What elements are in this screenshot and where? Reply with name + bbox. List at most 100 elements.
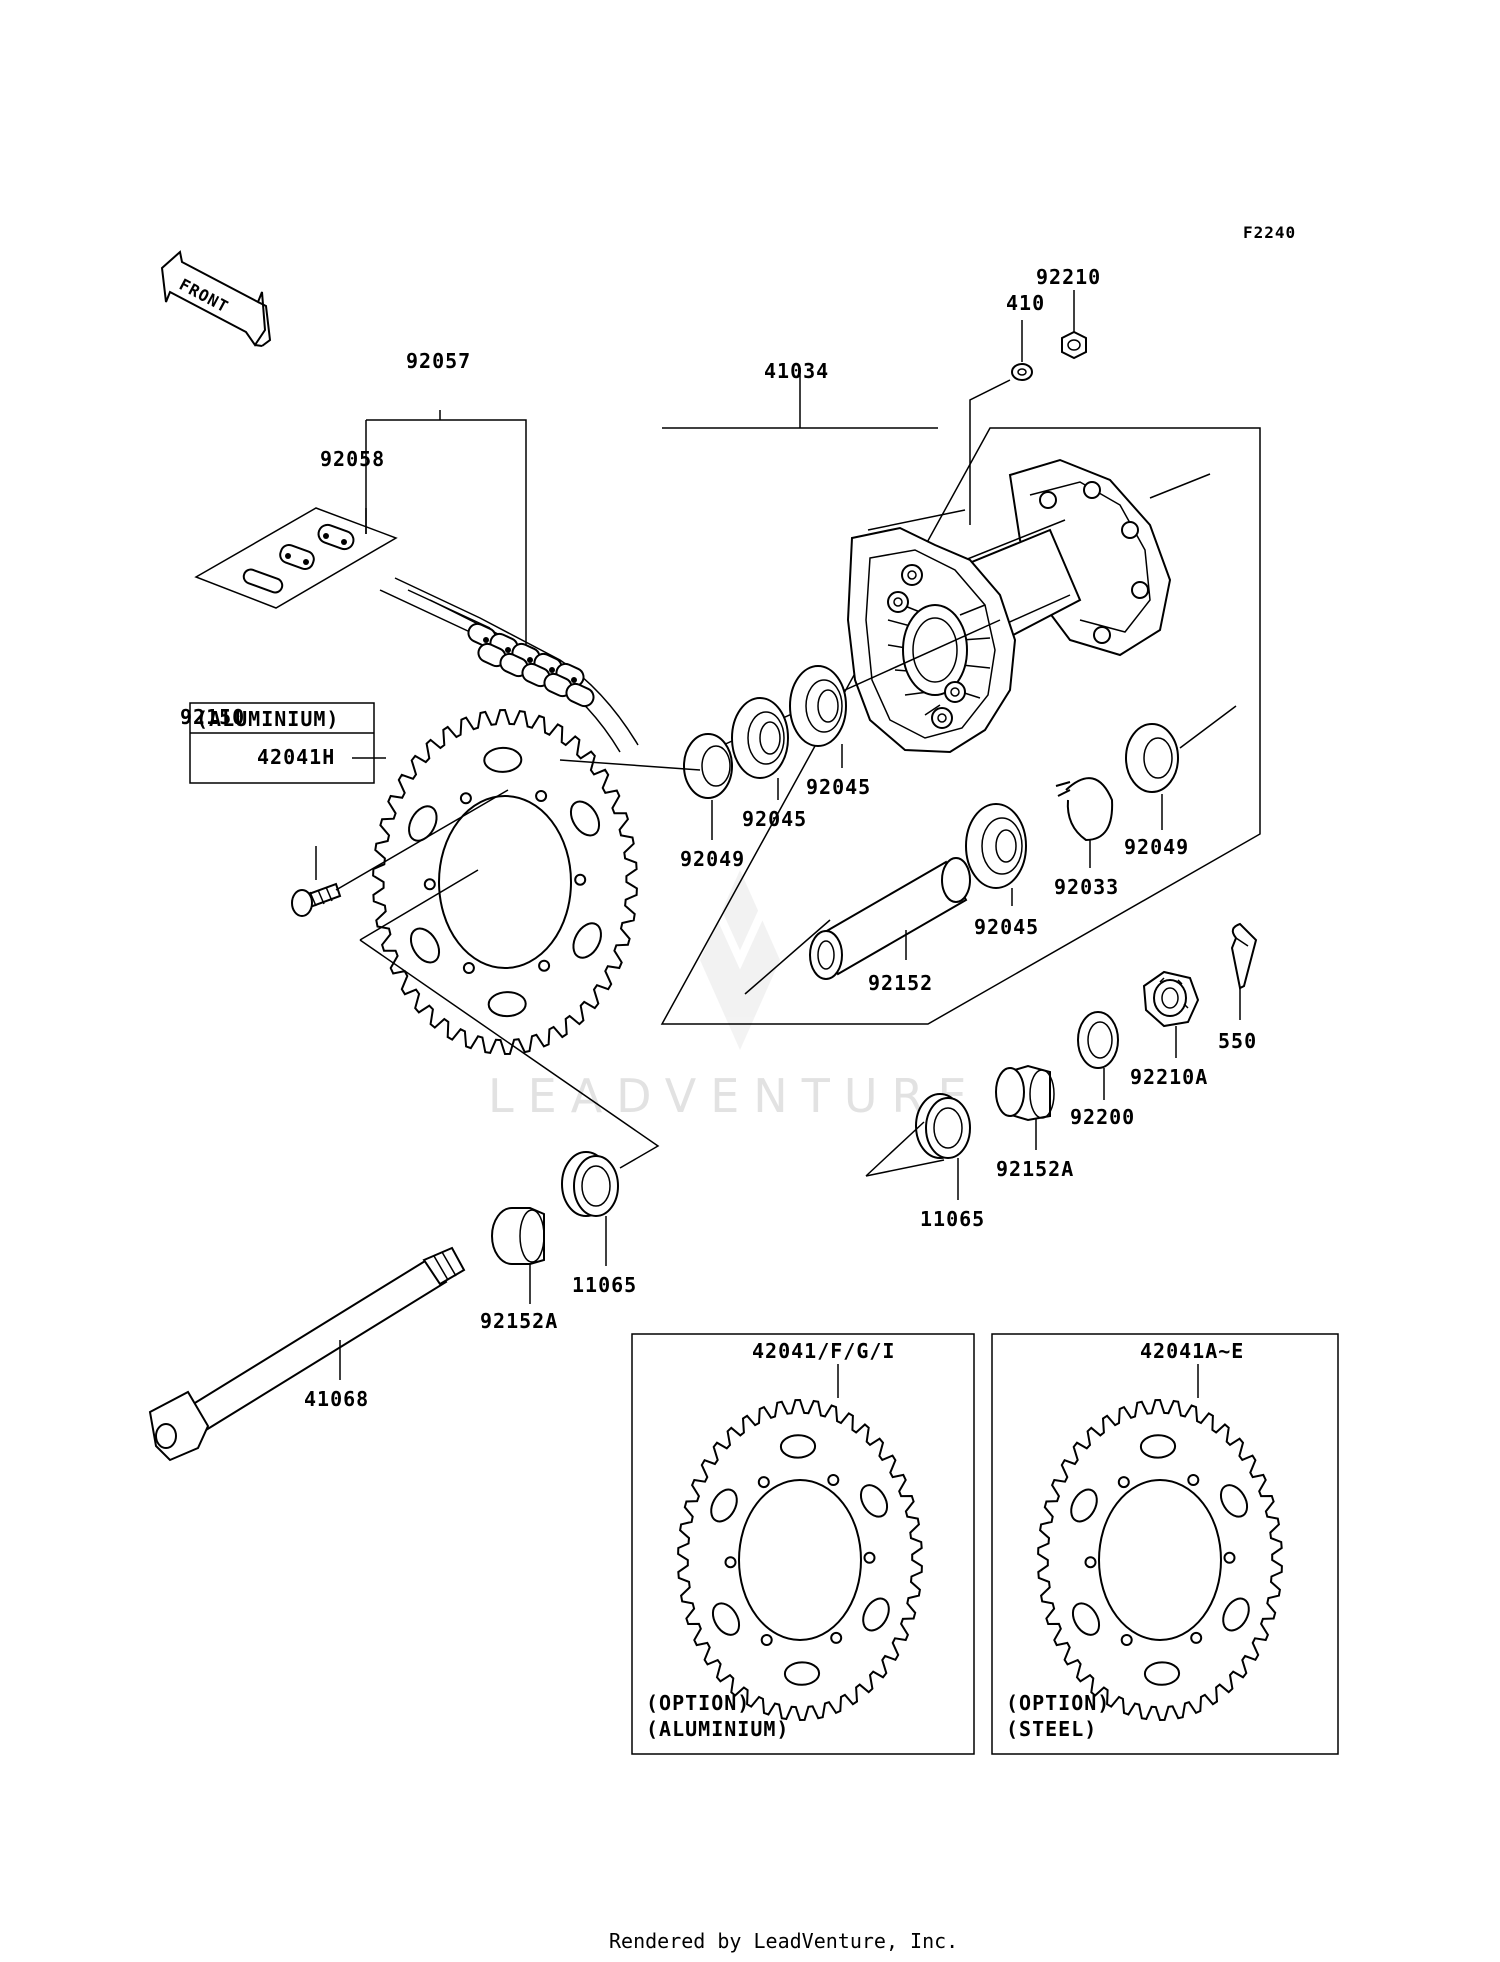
- sprocket-42041A-E-bolt-hole: [1190, 1631, 1203, 1644]
- watermark-text: LEADVENTURE: [488, 1069, 981, 1123]
- label-92152A-left: 92152A: [480, 1309, 558, 1333]
- sprocket-42041-F-G-I-bore: [738, 1479, 862, 1641]
- label-41034: 41034: [764, 359, 829, 383]
- bolt-92150: [291, 882, 342, 917]
- sprocket-42041-F-G-I-lightening-hole: [783, 1661, 821, 1686]
- rear-sprocket-42041H: 92150 (ALUMINIUM) 42041H: [180, 702, 701, 1169]
- option-box-aluminium-note1: (OPTION): [646, 1691, 750, 1715]
- sprocket-42041-F-G-I-lightening-hole: [710, 1488, 738, 1523]
- watermark-logo-icon: [700, 870, 780, 1050]
- sprocket-42041-F-G-I-bolt-hole: [724, 1556, 737, 1569]
- sprocket-42041-F-G-I-bolt-hole: [863, 1551, 876, 1564]
- sprocket-42041H-lightening-hole: [483, 746, 523, 773]
- sprocket-42041H-bolt-hole: [423, 878, 436, 891]
- sprocket-42041A-E-lightening-hole: [1222, 1597, 1250, 1632]
- cotter-pin-550: [1230, 922, 1258, 990]
- sprocket-42041-F-G-I-lightening-hole: [859, 1484, 889, 1518]
- sprocket-42041-F-G-I-bolt-hole: [757, 1476, 770, 1489]
- sprocket-42041A-E: [1037, 1398, 1283, 1722]
- label-92045-c: 92045: [974, 915, 1039, 939]
- label-92049-left: 92049: [680, 847, 745, 871]
- label-550: 550: [1218, 1029, 1257, 1053]
- master-link-parts: [242, 523, 355, 594]
- rear-hub: [846, 458, 1172, 754]
- right-axle-parts: 550 92210A 92200 92152A: [865, 922, 1258, 1231]
- bearing-92045-a: [731, 697, 789, 779]
- seal-92049-right: [1125, 723, 1179, 793]
- label-92033: 92033: [1054, 875, 1119, 899]
- sprocket-42041H: [372, 708, 638, 1056]
- label-11065-left: 11065: [572, 1273, 637, 1297]
- label-92210-top: 92210: [1036, 265, 1101, 289]
- sprocket-42041A-E-lightening-hole: [1143, 1661, 1181, 1686]
- washer-92200: [1077, 1011, 1119, 1069]
- sprocket-42041A-E-teeth: [1037, 1398, 1283, 1722]
- label-92152A-right: 92152A: [996, 1157, 1074, 1181]
- sprocket-42041-F-G-I: [677, 1398, 923, 1722]
- label-92057: 92057: [406, 349, 471, 373]
- washer-410: [1011, 363, 1033, 381]
- sprocket-42041H-lightening-hole: [569, 800, 601, 837]
- label-92210A: 92210A: [1130, 1065, 1208, 1089]
- sprocket-42041-F-G-I-bolt-hole: [760, 1634, 773, 1646]
- seal-92049-left: [683, 733, 733, 799]
- sprocket-42041H-bolt-hole: [538, 959, 551, 972]
- option-box-steel: 42041A~E (OPTION) (STEEL): [991, 1333, 1339, 1755]
- label-92058: 92058: [320, 447, 385, 471]
- label-92049-right: 92049: [1124, 835, 1189, 859]
- sprocket-42041A-E-bolt-hole: [1223, 1551, 1236, 1564]
- bearing-92045-c: [965, 803, 1027, 889]
- sprocket-42041-F-G-I-lightening-hole: [862, 1597, 890, 1632]
- option-box-steel-part: 42041A~E: [1140, 1339, 1244, 1363]
- sprocket-42041-F-G-I-lightening-hole: [779, 1434, 817, 1459]
- bearing-92045-b: [789, 665, 847, 747]
- hub-assembly: 41034: [660, 265, 1261, 1025]
- sprocket-42041A-E-bolt-hole: [1084, 1556, 1097, 1569]
- label-92045-a: 92045: [742, 807, 807, 831]
- nut-92210: [1061, 330, 1087, 360]
- nut-92210A: [1142, 970, 1200, 1028]
- label-11065-right: 11065: [920, 1207, 985, 1231]
- sprocket-42041H-bolt-hole: [459, 792, 472, 805]
- sprocket-42041H-lightening-hole: [572, 922, 602, 959]
- sprocket-42041A-E-bolt-hole: [1187, 1474, 1200, 1486]
- sprocket-42041-F-G-I-bolt-hole: [827, 1474, 840, 1486]
- collar-92152A-right: [995, 1064, 1055, 1122]
- label-92045-b: 92045: [806, 775, 871, 799]
- front-arrow-icon: FRONT: [160, 250, 272, 347]
- sprocket-42041A-E-bolt-hole: [1120, 1634, 1133, 1646]
- label-92152: 92152: [868, 971, 933, 995]
- sprocket-42041A-E-lightening-hole: [1219, 1484, 1249, 1518]
- axle-41068: 41068: [148, 1246, 466, 1462]
- spacer-92152: [809, 857, 971, 980]
- chain-links: [467, 622, 595, 708]
- sprocket-42041H-teeth: [372, 708, 638, 1056]
- watermark: LEADVENTURE: [488, 870, 981, 1123]
- footer-text: Rendered by LeadVenture, Inc.: [609, 1929, 958, 1953]
- label-410: 410: [1006, 291, 1045, 315]
- sprocket-42041H-lightening-hole: [487, 991, 527, 1018]
- option-box-aluminium-note2: (ALUMINIUM): [646, 1717, 789, 1741]
- collar-11065-right: [915, 1093, 971, 1159]
- sprocket-42041H-bolt-hole: [574, 873, 587, 886]
- sprocket-42041A-E-lightening-hole: [1139, 1434, 1177, 1459]
- option-box-aluminium-part: 42041/F/G/I: [752, 1339, 895, 1363]
- label-42041H: 42041H: [257, 745, 335, 769]
- sprocket-42041A-E-lightening-hole: [1071, 1602, 1101, 1636]
- sprocket-42041-F-G-I-teeth: [677, 1398, 923, 1722]
- label-92200: 92200: [1070, 1105, 1135, 1129]
- option-box-aluminium: 42041/F/G/I (OPTION) (ALUMINIUM): [631, 1333, 975, 1755]
- collar-92152A-left: [491, 1207, 545, 1265]
- sprocket-42041A-E-bolt-hole: [1117, 1476, 1130, 1489]
- sprocket-42041H-lightening-hole: [409, 927, 441, 964]
- collar-11065-left: [561, 1151, 619, 1217]
- sprocket-42041H-bolt-hole: [462, 962, 475, 974]
- sprocket-42041-F-G-I-bolt-hole: [830, 1631, 843, 1644]
- sprocket-42041-F-G-I-lightening-hole: [711, 1602, 741, 1636]
- chain: 92057 92058: [194, 349, 639, 753]
- sprocket-42041A-E-bore: [1098, 1479, 1222, 1641]
- sprocket-42041H-bore: [438, 795, 572, 969]
- left-axle-parts: 11065 92152A: [480, 1151, 637, 1333]
- circlip-92033: [1055, 777, 1114, 842]
